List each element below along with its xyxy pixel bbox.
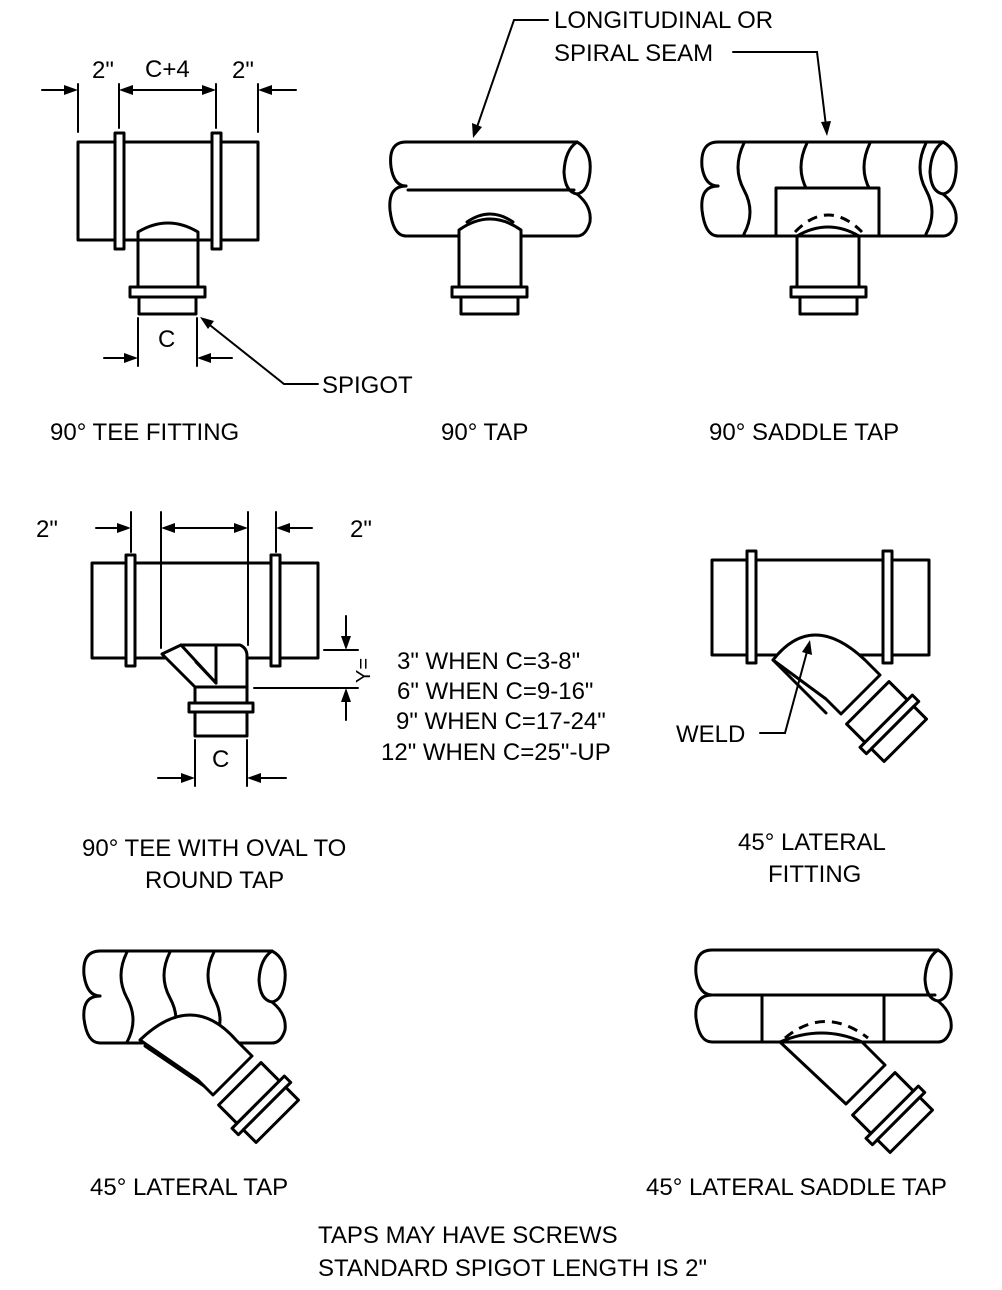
- oval-tee-dim-bottom: C: [212, 746, 229, 773]
- saddle-tap-figure: 90° SADDLE TAP: [700, 140, 958, 446]
- tap-figure: 90° TAP: [388, 140, 592, 446]
- lateral-tap-caption: 45° LATERAL TAP: [90, 1174, 288, 1201]
- lateral-fitting-caption-line2: FITTING: [768, 861, 861, 888]
- tee-fitting-caption: 90° TEE FITTING: [50, 419, 239, 446]
- lateral-fitting-figure: WELD 45° LATERAL FITTING: [676, 549, 931, 888]
- footer-line2: STANDARD SPIGOT LENGTH IS 2": [318, 1255, 707, 1282]
- oval-tee-caption-line1: 90° TEE WITH OVAL TO: [82, 835, 346, 862]
- spigot-leader: [200, 317, 319, 385]
- oval-tee-y-dimension: [253, 615, 359, 721]
- lateral-saddle-tap-figure: 45° LATERAL SADDLE TAP: [646, 948, 953, 1201]
- tee-dim-right: 2": [232, 57, 254, 84]
- oval-tee-dim-right: 2": [350, 516, 372, 543]
- oval-tee-dim-left: 2": [36, 516, 58, 543]
- spigot-label: SPIGOT: [322, 372, 413, 399]
- oval-tee-bottom-dimension: [157, 739, 287, 787]
- tee-dim-bottom: C: [158, 326, 175, 353]
- oval-tee-figure: 2" 2" C Y= 3" WHEN C=3-8" 6" WHEN C=9-16…: [36, 511, 611, 894]
- tee-bottom-dimension: [103, 317, 233, 367]
- oval-tee-y-label: Y=: [353, 658, 375, 683]
- lateral-tap-figure: 45° LATERAL TAP: [82, 949, 300, 1201]
- weld-leader: [759, 640, 812, 734]
- tee-fitting-figure: 2" C+4 2" C SPIGOT 90° TEE FITTING: [41, 56, 413, 446]
- weld-label: WELD: [676, 721, 745, 748]
- footer-line1: TAPS MAY HAVE SCREWS: [318, 1222, 618, 1249]
- tap-caption: 90° TAP: [441, 419, 528, 446]
- saddle-tap-caption: 90° SADDLE TAP: [709, 419, 899, 446]
- tee-dim-left: 2": [92, 57, 114, 84]
- seam-label-line2: SPIRAL SEAM: [554, 40, 713, 67]
- oval-tee-note-2: 6" WHEN C=9-16": [397, 678, 593, 705]
- oval-tee-note-3: 9" WHEN C=17-24": [396, 708, 606, 735]
- oval-tee-top-dimension: [95, 511, 313, 649]
- tee-dim-center: C+4: [145, 56, 190, 83]
- lateral-saddle-tap-caption: 45° LATERAL SADDLE TAP: [646, 1174, 947, 1201]
- lateral-fitting-caption-line1: 45° LATERAL: [738, 829, 886, 856]
- tee-top-dimension: [41, 83, 297, 133]
- oval-tee-caption-line2: ROUND TAP: [145, 867, 284, 894]
- oval-tee-note-1: 3" WHEN C=3-8": [397, 648, 580, 675]
- oval-tee-note-4: 12" WHEN C=25"-UP: [381, 739, 611, 766]
- seam-label-group: LONGITUDINAL OR SPIRAL SEAM: [472, 7, 831, 138]
- seam-label-line1: LONGITUDINAL OR: [554, 7, 773, 34]
